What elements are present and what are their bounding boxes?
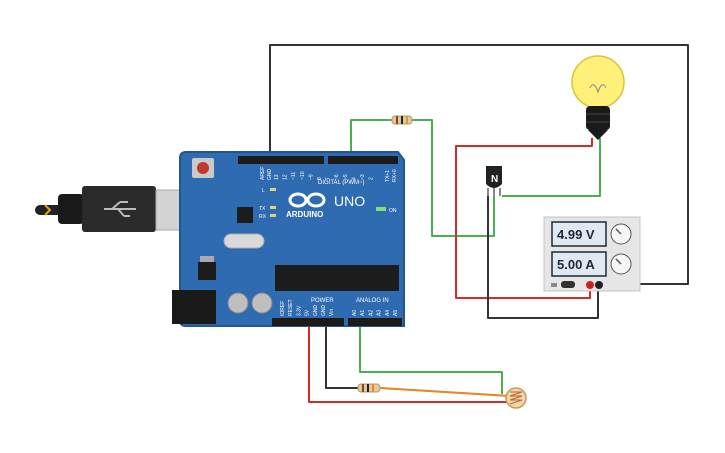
- light-bulb[interactable]: [571, 55, 625, 140]
- wire-resistor-to-base[interactable]: [412, 119, 495, 237]
- gnd-pin-label: GND: [267, 169, 273, 181]
- pin-label: 12: [283, 174, 289, 180]
- power-supply[interactable]: 4.99 V 5.00 A: [543, 216, 641, 292]
- wires: [269, 44, 689, 403]
- wire-gnd-to-supply[interactable]: [269, 44, 689, 285]
- wire-a0-to-ldr[interactable]: [359, 322, 503, 394]
- pin-label: A4: [385, 310, 391, 316]
- pin-label: 4: [351, 177, 357, 180]
- arduino-uno-board[interactable]: ARDUINO UNO ON DIGITAL (PWM~) POWER ANAL…: [172, 151, 405, 327]
- analog-label: ANALOG IN: [356, 298, 389, 304]
- pin-label: 7: [326, 177, 332, 180]
- model-label: UNO: [334, 193, 365, 209]
- digital-header-right[interactable]: [328, 156, 398, 164]
- pin-label: A2: [368, 310, 374, 316]
- rx-led: [270, 214, 276, 217]
- pin-label: 3.3V: [296, 305, 302, 316]
- current-display: [551, 251, 607, 277]
- pin-label: ~6: [334, 174, 340, 180]
- capacitor-1: [227, 292, 249, 314]
- on-label: ON: [389, 208, 397, 214]
- voltage-readout: 4.99 V: [557, 227, 595, 242]
- pin-label: A5: [393, 310, 399, 316]
- pin-label: 5V: [305, 309, 311, 316]
- bulb-glass: [571, 55, 625, 109]
- digital-header-left[interactable]: [238, 156, 324, 164]
- wire-emitter-to-supply-negative[interactable]: [487, 190, 599, 319]
- pin-label: 13: [274, 174, 280, 180]
- current-readout: 5.00 A: [557, 257, 595, 272]
- on-led: [376, 207, 386, 211]
- pin-label: A0: [352, 310, 358, 316]
- rx-label: RX: [259, 214, 267, 220]
- photoresistor[interactable]: [505, 387, 527, 409]
- pulldown-resistor[interactable]: [357, 383, 381, 393]
- arduino-infinity-icon: [288, 192, 326, 208]
- usb-cable[interactable]: [35, 186, 197, 232]
- pin-label: 8: [317, 177, 323, 180]
- power-header[interactable]: [272, 318, 344, 326]
- tx-pin-label: TX+1: [385, 170, 391, 182]
- pin-label: A3: [377, 310, 383, 316]
- pin-label: ~11: [291, 172, 297, 180]
- pin-label: ~10: [300, 171, 306, 180]
- pin-label: IOREF: [280, 301, 286, 316]
- pin-label: Vin: [329, 309, 335, 316]
- digital-label: DIGITAL (PWM~): [318, 180, 365, 186]
- tx-led: [270, 206, 276, 209]
- negative-terminal[interactable]: [595, 281, 603, 289]
- barrel-jack[interactable]: [172, 290, 216, 324]
- wire-d6-to-resistor[interactable]: [350, 119, 392, 158]
- l-led: [270, 188, 276, 191]
- capacitor-2: [251, 292, 273, 314]
- transistor-label: N: [491, 174, 498, 185]
- atmega-chip: [275, 265, 399, 291]
- pin-label: A1: [360, 310, 366, 316]
- pin-label: GND: [321, 305, 327, 317]
- pin-label: 2: [369, 177, 375, 180]
- crystal: [223, 233, 265, 249]
- power-switch[interactable]: [561, 281, 575, 288]
- rx-pin-label: RX+0: [392, 169, 398, 182]
- usb-chip: [237, 207, 253, 223]
- aref-pin-label: AREF: [260, 167, 266, 180]
- voltage-regulator: [198, 262, 216, 280]
- bulb-base: [586, 106, 610, 130]
- wire-5v-to-ldr[interactable]: [308, 322, 516, 403]
- l-label: L: [262, 188, 265, 194]
- power-label: POWER: [311, 298, 334, 304]
- brand-label: ARDUINO: [286, 210, 323, 219]
- positive-terminal[interactable]: [586, 281, 594, 289]
- wire-bulb-to-supply-positive[interactable]: [455, 138, 593, 299]
- base-resistor[interactable]: [391, 115, 413, 125]
- wire-resistor-to-ldr[interactable]: [379, 387, 511, 397]
- npn-transistor[interactable]: N: [486, 166, 502, 196]
- pin-label: ~5: [343, 174, 349, 180]
- pin-label: ~3: [360, 174, 366, 180]
- pin-label: ~9: [308, 174, 314, 180]
- usb-icon: [104, 201, 136, 217]
- pin-label: GND: [313, 305, 319, 317]
- pin-label: RESET: [288, 299, 294, 316]
- voltage-display: [551, 221, 607, 247]
- wire-gnd-to-resistor[interactable]: [325, 322, 358, 389]
- wire-collector-to-bulb[interactable]: [502, 138, 601, 197]
- tx-label: TX: [259, 206, 266, 212]
- analog-header[interactable]: [348, 318, 402, 326]
